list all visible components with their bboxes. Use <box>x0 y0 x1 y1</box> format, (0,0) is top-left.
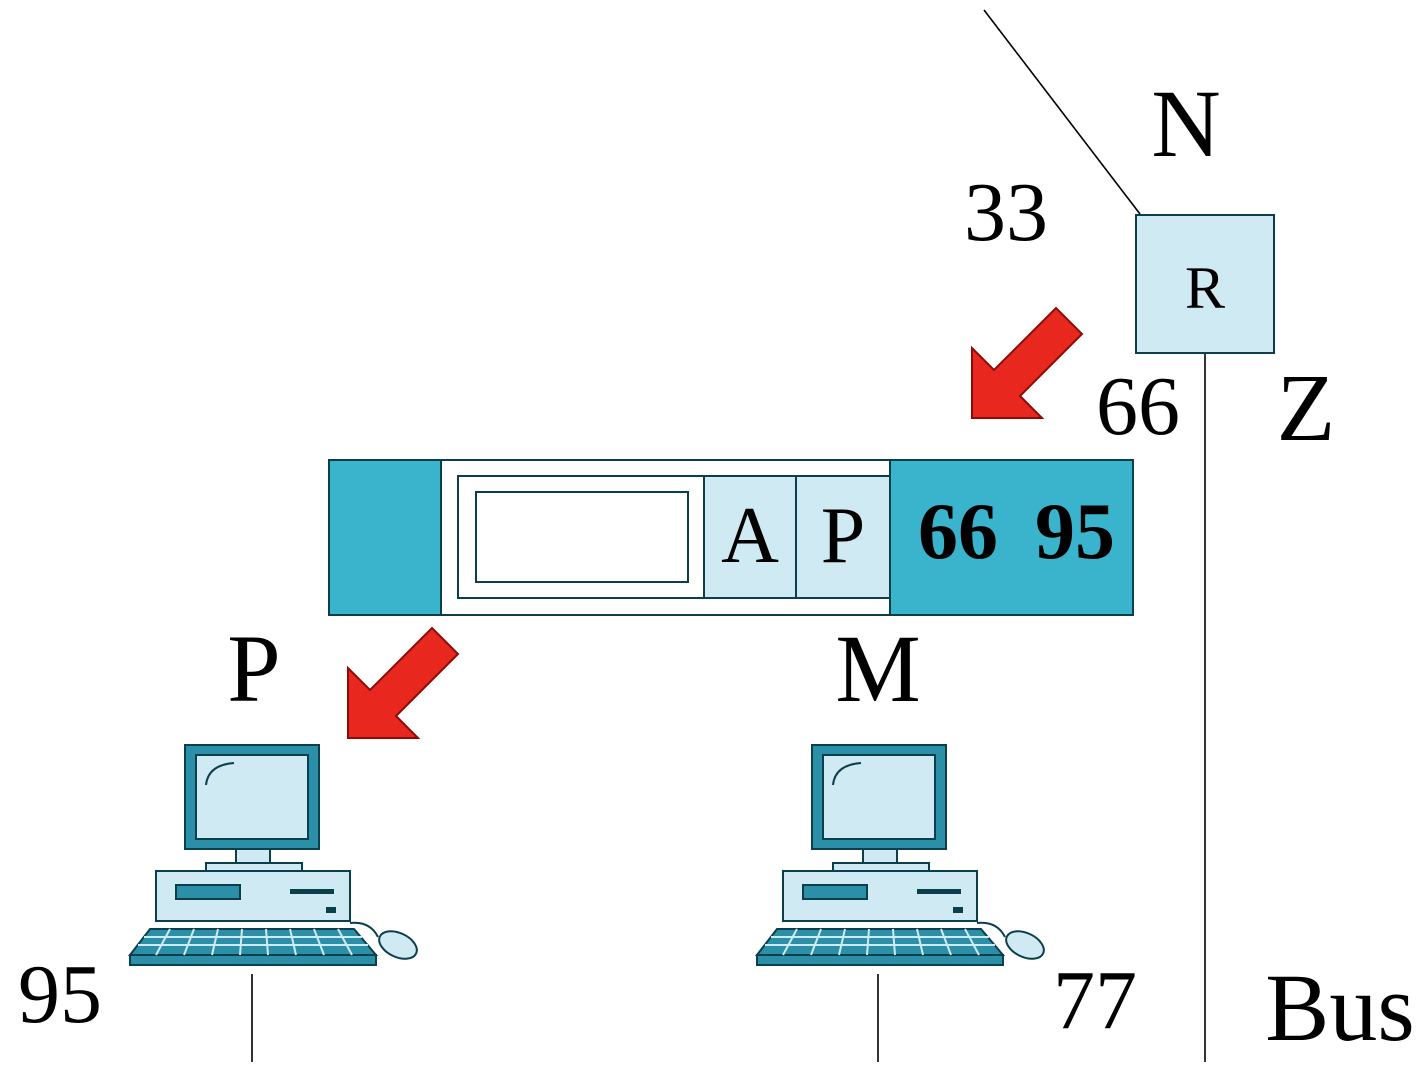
label-z: Z <box>1277 354 1336 461</box>
label-66: 66 <box>1096 360 1180 453</box>
label-95: 95 <box>18 948 102 1041</box>
packet-field-p <box>795 475 891 599</box>
computer-icon <box>756 744 1050 966</box>
label-p: P <box>227 615 280 722</box>
router-label: R <box>1185 255 1225 321</box>
label-n: N <box>1151 70 1220 177</box>
label-m: M <box>835 615 920 722</box>
label-33: 33 <box>964 166 1048 259</box>
red-arrow-icon <box>347 627 459 739</box>
label-77: 77 <box>1053 954 1137 1047</box>
packet-address-block <box>889 459 1134 616</box>
packet-header-block <box>328 459 442 616</box>
packet-dest-address: 66 <box>918 488 998 576</box>
computer-icon <box>129 744 423 966</box>
router-box <box>1135 214 1275 354</box>
uplink-line <box>983 9 1141 215</box>
packet-src-address: 95 <box>1035 488 1115 576</box>
label-bus: Bus <box>1265 954 1414 1061</box>
red-arrow-icon <box>971 307 1083 419</box>
packet-field-a-label: A <box>721 492 779 580</box>
packet-payload-inner <box>475 491 689 583</box>
packet: A P 66 95 <box>328 459 1134 616</box>
packet-field-a <box>703 475 797 599</box>
packet-field-p-label: P <box>821 492 866 580</box>
